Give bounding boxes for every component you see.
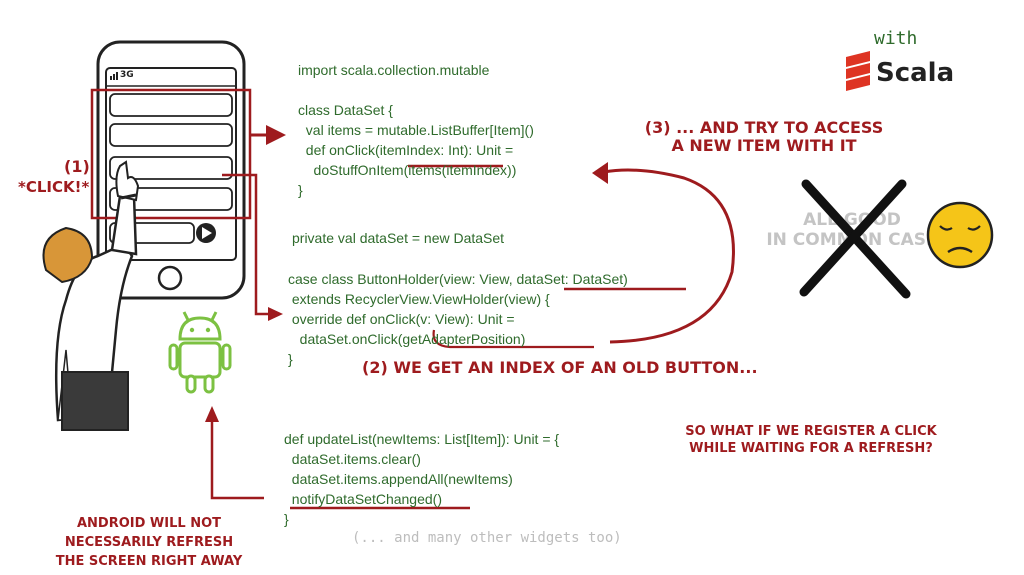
code-private-dataset-line: private val dataSet = new DataSet bbox=[292, 230, 505, 246]
scala-label: Scala bbox=[876, 58, 955, 88]
code-line: class DataSet { bbox=[298, 102, 393, 118]
code-line: def onClick(itemIndex: Int): Unit = bbox=[298, 142, 514, 158]
person-illustration bbox=[42, 160, 140, 431]
code-line: extends RecyclerView.ViewHolder(view) { bbox=[288, 291, 550, 307]
code-line: case class ButtonHolder(view: View, data… bbox=[288, 271, 628, 287]
question-line: WHILE WAITING FOR A REFRESH? bbox=[689, 441, 933, 456]
step1-number: (1) bbox=[64, 157, 90, 176]
code-buttonholder-class: case class ButtonHolder(view: View, data… bbox=[288, 269, 628, 369]
arrow-button-to-holder bbox=[222, 173, 283, 321]
step3-line: A NEW ITEM WITH IT bbox=[671, 136, 857, 155]
android-note-line: ANDROID WILL NOT bbox=[76, 516, 221, 531]
cross-out-mark bbox=[799, 179, 911, 299]
code-line: doStuffOnItem(items(itemIndex)) bbox=[298, 162, 517, 178]
code-line: dataSet.items.clear() bbox=[284, 451, 421, 467]
arrow-refresh-to-android bbox=[205, 406, 264, 500]
list-highlight-box bbox=[90, 88, 252, 220]
android-note-line: NECESSARILY REFRESH bbox=[64, 535, 234, 550]
question-line: SO WHAT IF WE REGISTER A CLICK bbox=[685, 424, 937, 439]
with-label: with bbox=[874, 28, 918, 49]
code-line: notifyDataSetChanged() bbox=[284, 491, 442, 507]
step3-line: (3) ... AND TRY TO ACCESS bbox=[644, 118, 884, 137]
step3-label: (3) ... AND TRY TO ACCESS A NEW ITEM WIT… bbox=[624, 119, 904, 155]
step2-label: (2) WE GET AN INDEX OF AN OLD BUTTON... bbox=[362, 358, 758, 377]
step1-click-label: *CLICK!* bbox=[18, 178, 90, 196]
code-updatelist-function: def updateList(newItems: List[Item]): Un… bbox=[284, 429, 559, 529]
pensive-face-icon bbox=[926, 201, 994, 269]
code-line: override def onClick(v: View): Unit = bbox=[288, 311, 515, 327]
underline-getadapterposition bbox=[432, 329, 594, 349]
scala-logo-icon bbox=[846, 51, 870, 91]
code-line: dataSet.onClick(getAdapterPosition) bbox=[288, 331, 526, 347]
code-line: } bbox=[288, 351, 293, 367]
code-line: dataSet.items.appendAll(newItems) bbox=[284, 471, 513, 487]
arrow-index-back-to-onclick bbox=[592, 162, 735, 344]
phone-network-status: 3G bbox=[120, 70, 134, 80]
code-line: } bbox=[284, 511, 289, 527]
code-line: def updateList(newItems: List[Item]): Un… bbox=[284, 431, 560, 447]
android-robot-icon bbox=[168, 311, 232, 394]
code-line: } bbox=[298, 182, 303, 198]
code-dataset-class: class DataSet { val items = mutable.List… bbox=[298, 100, 534, 200]
android-note-line: THE SCREEN RIGHT AWAY bbox=[55, 554, 243, 569]
question-label: SO WHAT IF WE REGISTER A CLICK WHILE WAI… bbox=[676, 423, 946, 457]
code-import-line: import scala.collection.mutable bbox=[298, 62, 490, 78]
code-line: val items = mutable.ListBuffer[Item]() bbox=[298, 122, 534, 138]
arrow-list-to-dataset bbox=[250, 125, 286, 145]
widgets-note: (... and many other widgets too) bbox=[352, 530, 622, 546]
android-refresh-note: ANDROID WILL NOT NECESSARILY REFRESH THE… bbox=[44, 514, 254, 571]
